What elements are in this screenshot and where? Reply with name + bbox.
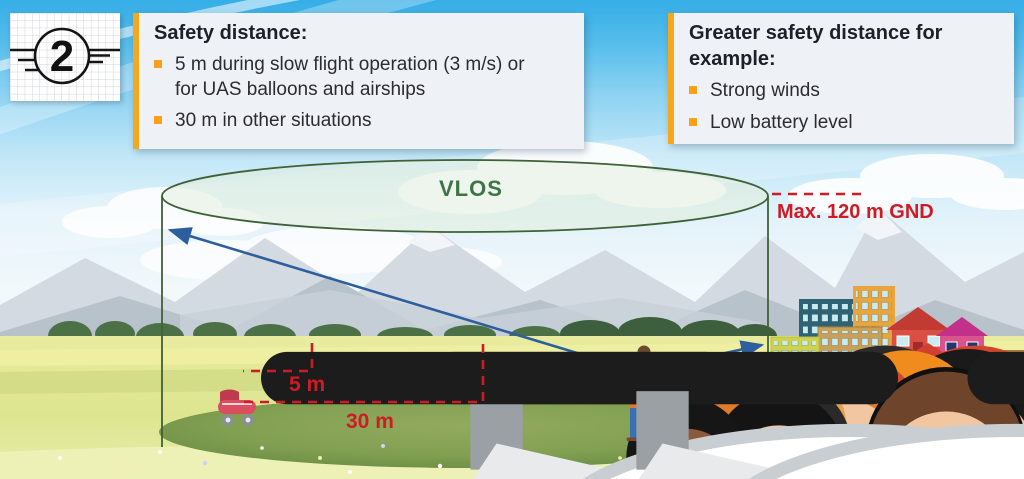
vlos-label: VLOS xyxy=(439,176,503,201)
list-item-text: 30 m in other situations xyxy=(175,110,372,132)
distance-30m-label: 30 m xyxy=(346,410,394,433)
safety-distance-title: Safety distance: xyxy=(154,22,308,44)
distance-5m-label: 5 m xyxy=(289,373,326,396)
crowd-illustration xyxy=(218,345,1024,479)
list-item-text: 5 m during slow flight operation (3 m/s)… xyxy=(175,54,525,100)
bullet-square-icon xyxy=(689,117,697,126)
max-altitude-label: Max. 120 m GND xyxy=(777,201,934,223)
list-item: Low battery level xyxy=(689,111,1002,136)
list-item-text: Strong winds xyxy=(710,80,820,101)
safety-distance-list: 5 m during slow flight operation (3 m/s)… xyxy=(154,53,572,134)
bullet-square-icon xyxy=(154,116,162,125)
vlos-ground-ellipse xyxy=(159,396,773,468)
list-item: Strong winds xyxy=(689,79,1002,104)
stroller xyxy=(218,389,256,426)
list-item: 30 m in other situations xyxy=(154,109,572,134)
bullet-square-icon xyxy=(154,60,162,68)
class-number: 2 xyxy=(50,32,74,81)
greater-safety-list: Strong winds Low battery level xyxy=(689,79,1002,135)
list-item-text: Low battery level xyxy=(710,111,853,133)
bullet-square-icon xyxy=(689,86,697,94)
list-item: 5 m during slow flight operation (3 m/s)… xyxy=(154,53,572,102)
safety-distance-box: Safety distance: 5 m during slow flight … xyxy=(133,13,584,149)
measurement-lines xyxy=(242,192,864,404)
greater-safety-distance-box: Greater safety distance for example: Str… xyxy=(668,13,1014,144)
greater-safety-title: Greater safety distance for example: xyxy=(689,22,943,70)
uas-class-2-marking-icon: 2 xyxy=(10,13,120,101)
